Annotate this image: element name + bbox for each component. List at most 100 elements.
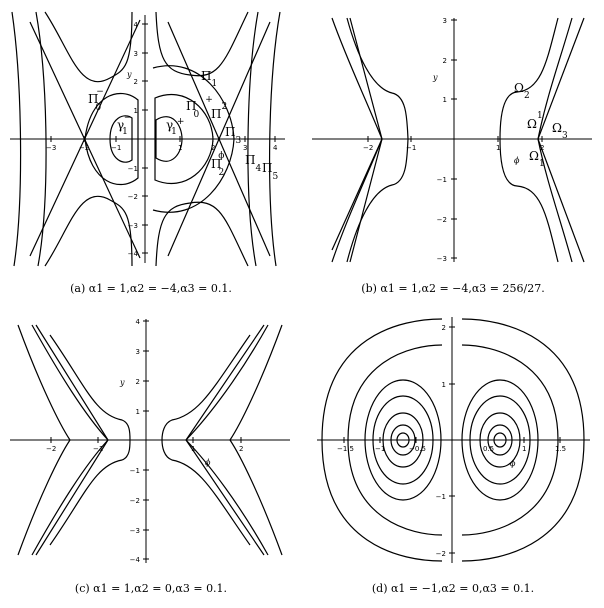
panel-d-x-tick-label: 1 (522, 445, 526, 453)
panel-a: −3 −2 −1 1 2 3 4 4 3 2 1 −1 −2 −3 −4 y Π… (10, 11, 285, 267)
panel-a-x-tick-label: 1 (178, 144, 182, 152)
panel-a-y-tick-label: −2 (128, 193, 138, 201)
panel-a-x-tick-label: −2 (79, 144, 89, 152)
panel-b-curve (349, 17, 383, 263)
region-label: Π5 (262, 161, 278, 182)
region-label: Π4 (245, 153, 261, 174)
panel-a-curve (268, 11, 281, 267)
panel-c-x-tick-label: 2 (239, 445, 243, 453)
panel-a-curve (155, 11, 249, 77)
panel-a-y-ticks: 4 3 2 1 −1 −2 −3 −4 (128, 21, 148, 258)
panel-d-x-ticks: −1.5 −1 −0.5 0.5 1 1.5 (337, 437, 566, 453)
panel-d-x-tick-label: −1.5 (337, 445, 354, 453)
panel-c-x-tick-label: 1 (191, 445, 195, 453)
panel-c-x-label: ϕ (205, 458, 211, 467)
panel-b-x-tick-label: 2 (540, 144, 544, 152)
panel-b-y-label: y (432, 73, 438, 82)
panel-c-x-ticks: −2 −1 1 2 (46, 437, 243, 453)
panel-b-curve (537, 17, 585, 140)
panel-a-y-tick-label: 4 (134, 21, 139, 29)
panel-a-y-label: y (126, 70, 132, 79)
panel-b-y-tick-label: 1 (443, 96, 447, 104)
panel-d-y-tick-label: 1 (442, 381, 446, 389)
panel-b-y-tick-label: 3 (443, 17, 447, 25)
panel-b-caption: (b) α1 = 1,α2 = −4,α3 = 256/27. (361, 282, 545, 295)
panel-c-y-tick-label: 3 (136, 348, 140, 356)
panel-a-curve (11, 11, 22, 267)
panel-c-y-tick-label: −4 (130, 556, 141, 564)
panel-b-curve (331, 138, 383, 251)
region-label: Ω2 (514, 81, 530, 101)
region-label: Π3 (225, 125, 241, 146)
panel-a-y-tick-label: −3 (128, 222, 138, 230)
panel-b-x-ticks: −2 −1 1 2 (363, 136, 544, 152)
panel-a-x-tick-label: 2 (211, 144, 215, 152)
region-label: Ω3 (552, 121, 568, 141)
panel-a-curve (155, 201, 249, 267)
panel-b-y-ticks: 3 2 1 −1 −2 −3 (437, 17, 457, 263)
panel-d-y-ticks: 2 1 −1 −2 (436, 324, 455, 558)
panel-d-y-tick-label: −2 (436, 550, 446, 558)
panel-a-y-tick-label: 2 (134, 78, 138, 86)
panel-b-y-tick-label: −2 (437, 216, 447, 224)
panel-b-region-labels: Ω2 Ω1 Ω3 Ω1 (514, 81, 568, 169)
panel-c-y-tick-label: 1 (136, 408, 140, 416)
panel-a-y-tick-label: −4 (128, 250, 139, 258)
region-label: γ1+ (166, 117, 184, 137)
panel-a-y-tick-label: 3 (134, 50, 138, 58)
panel-a-x-tick-label: 3 (243, 144, 247, 152)
panel-a-curve (44, 11, 133, 83)
panel-d-x-label: ϕ (510, 459, 516, 468)
panel-d: −1.5 −1 −0.5 0.5 1 1.5 2 1 −1 −2 ϕ (317, 317, 590, 563)
panel-b-x-label: ϕ (514, 156, 520, 165)
panel-c-y-tick-label: −2 (130, 497, 140, 505)
panel-d-y-tick-label: 2 (442, 324, 446, 332)
panel-d-x-tick-label: −0.5 (409, 445, 426, 453)
panel-c-x-tick-label: −1 (93, 445, 103, 453)
panel-b-curves (331, 17, 585, 263)
panel-a-y-tick-label: −1 (128, 165, 138, 173)
panel-b-curve (499, 17, 559, 263)
region-label: Π1 (201, 69, 217, 89)
panel-c-y-tick-label: −3 (130, 527, 140, 535)
panel-b-y-tick-label: −1 (437, 176, 447, 184)
panel-c-caption: (c) α1 = 1,α2 = 0,α3 = 0.1. (74, 582, 228, 595)
panel-b: −2 −1 1 2 3 2 1 −1 −2 −3 y ϕ Ω2 Ω1 Ω3 Ω1 (312, 17, 592, 263)
panel-c-y-tick-label: 4 (136, 318, 141, 326)
region-label: Ω1 (527, 111, 543, 131)
region-label: Ω1 (529, 149, 545, 169)
region-label: γ1− (117, 113, 131, 137)
panel-a-y-tick-label: 1 (134, 107, 138, 115)
panel-a-x-ticks: −3 −2 −1 1 2 3 4 (46, 136, 278, 152)
panel-b-curve (331, 17, 383, 263)
panel-a-caption: (a) α1 = 1,α2 = −4,α3 = 0.1. (70, 282, 232, 295)
panel-a-x-tick-label: −1 (111, 144, 121, 152)
panel-a-curve (35, 11, 47, 267)
panel-b-x-tick-label: 1 (496, 144, 500, 152)
panel-c-y-ticks: 4 3 2 1 −1 −2 −3 −4 (130, 318, 149, 564)
panel-b-y-tick-label: 2 (443, 57, 447, 65)
panel-d-x-tick-label: 0.5 (483, 445, 494, 453)
panel-c-x-tick-label: −2 (46, 445, 56, 453)
panel-d-y-tick-label: −1 (436, 493, 446, 501)
panel-b-x-tick-label: −1 (406, 144, 416, 152)
panel-c-y-tick-label: 2 (136, 378, 140, 386)
panel-c-y-label: y (119, 378, 125, 387)
panel-a-x-tick-label: 4 (273, 144, 278, 152)
panel-d-x-tick-label: 1.5 (555, 445, 566, 453)
panel-b-curve (346, 17, 409, 263)
panel-b-curve (537, 138, 585, 263)
region-label: Π2 (211, 102, 227, 121)
panel-b-y-tick-label: −3 (437, 255, 447, 263)
panel-d-x-tick-label: −1 (375, 445, 385, 453)
panel-c: −2 −1 1 2 4 3 2 1 −1 −2 −3 −4 y ϕ (10, 318, 290, 564)
panel-d-caption: (d) α1 = −1,α2 = 0,α3 = 0.1. (371, 582, 535, 595)
panel-c-y-tick-label: −1 (130, 467, 140, 475)
panel-a-curve (247, 11, 259, 267)
panel-a-x-tick-label: −3 (46, 144, 56, 152)
panel-a-curve (44, 195, 133, 267)
